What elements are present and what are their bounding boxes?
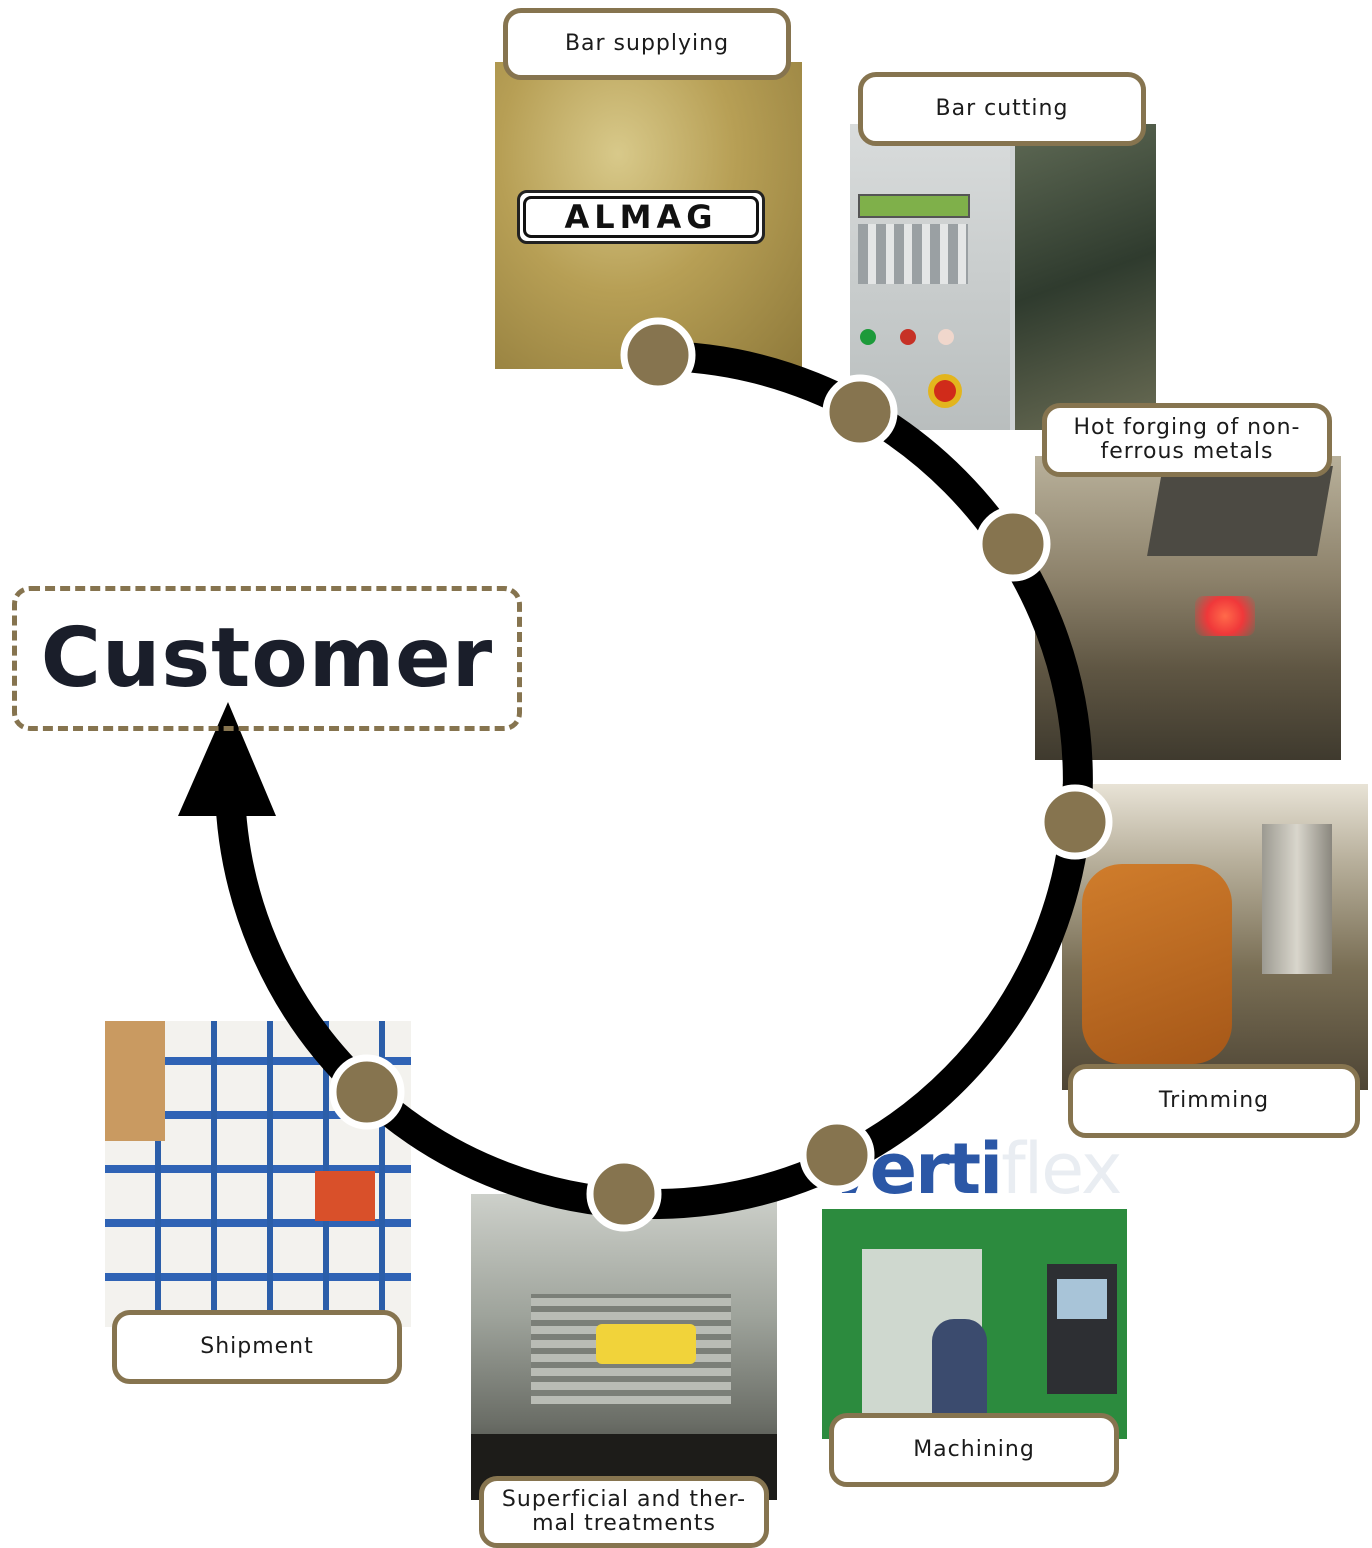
step-label-shipment: Shipment <box>112 1310 402 1384</box>
almag-logo: ALMAG <box>517 190 765 244</box>
photo-shipment <box>105 1021 411 1327</box>
node-hot-forging <box>975 506 1051 582</box>
photo-machining: vertiflex <box>822 1134 1127 1439</box>
step-label-bar-cutting: Bar cutting <box>858 72 1146 146</box>
step-label-treatments: Superficial and ther- mal treatments <box>479 1476 769 1548</box>
photo-bar-cutting <box>850 124 1156 430</box>
photo-trimming <box>1062 784 1368 1090</box>
node-trimming <box>1037 784 1113 860</box>
node-bar-cutting <box>822 374 898 450</box>
step-label-bar-supplying: Bar supplying <box>503 8 791 80</box>
node-treatments <box>586 1156 662 1232</box>
customer-box: Customer <box>12 586 522 731</box>
node-machining <box>799 1117 875 1193</box>
step-label-trimming: Trimming <box>1068 1064 1360 1138</box>
almag-logo-text: ALMAG <box>523 196 759 238</box>
cycle-arrowhead <box>178 702 276 816</box>
node-shipment <box>329 1054 405 1130</box>
node-bar-supplying <box>620 317 696 393</box>
step-label-hot-forging: Hot forging of non- ferrous metals <box>1042 403 1332 477</box>
step-label-machining: Machining <box>829 1413 1119 1487</box>
photo-bar-supplying: ALMAG <box>495 62 802 369</box>
cycle-nodes <box>329 317 1113 1232</box>
